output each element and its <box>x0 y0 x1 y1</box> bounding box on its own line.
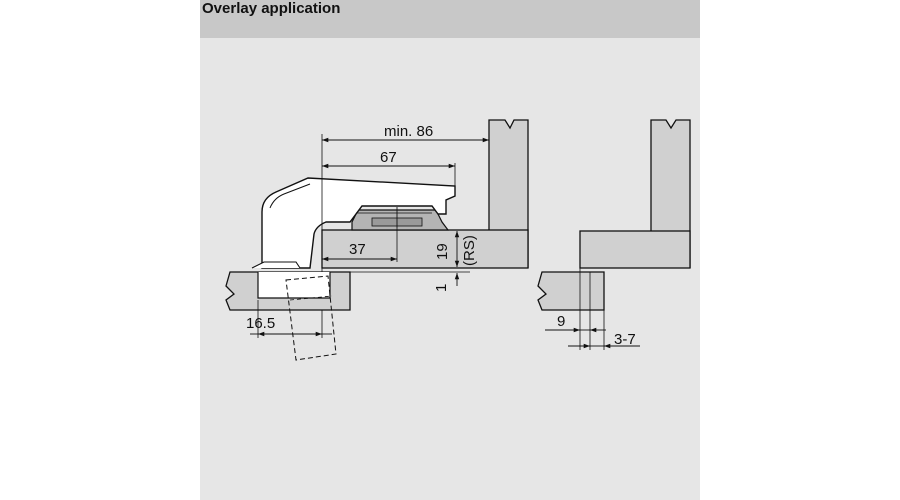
left-assembly: min. 86 67 37 19 (RS) 1 16.5 <box>225 119 529 361</box>
door-panel-right <box>579 230 691 269</box>
right-assembly: 9 3-7 <box>537 119 691 350</box>
label-3-7: 3-7 <box>614 331 636 348</box>
label-1: 1 <box>433 284 450 292</box>
frame-panel-right <box>537 271 605 311</box>
label-16-5: 16.5 <box>246 315 275 332</box>
label-37: 37 <box>349 241 366 258</box>
hinge-diagram: min. 86 67 37 19 (RS) 1 16.5 <box>225 119 691 361</box>
page-title: Overlay application <box>202 0 341 17</box>
header-bar: Overlay application <box>200 0 700 38</box>
hinge-arm <box>261 177 456 269</box>
label-min-86: min. 86 <box>384 123 433 140</box>
label-19: 19 <box>434 243 451 260</box>
diagram-panel: Overlay application <box>200 0 700 500</box>
cup-recess <box>257 272 331 299</box>
label-67: 67 <box>380 149 397 166</box>
label-9: 9 <box>557 313 565 330</box>
label-rs: (RS) <box>461 235 478 266</box>
